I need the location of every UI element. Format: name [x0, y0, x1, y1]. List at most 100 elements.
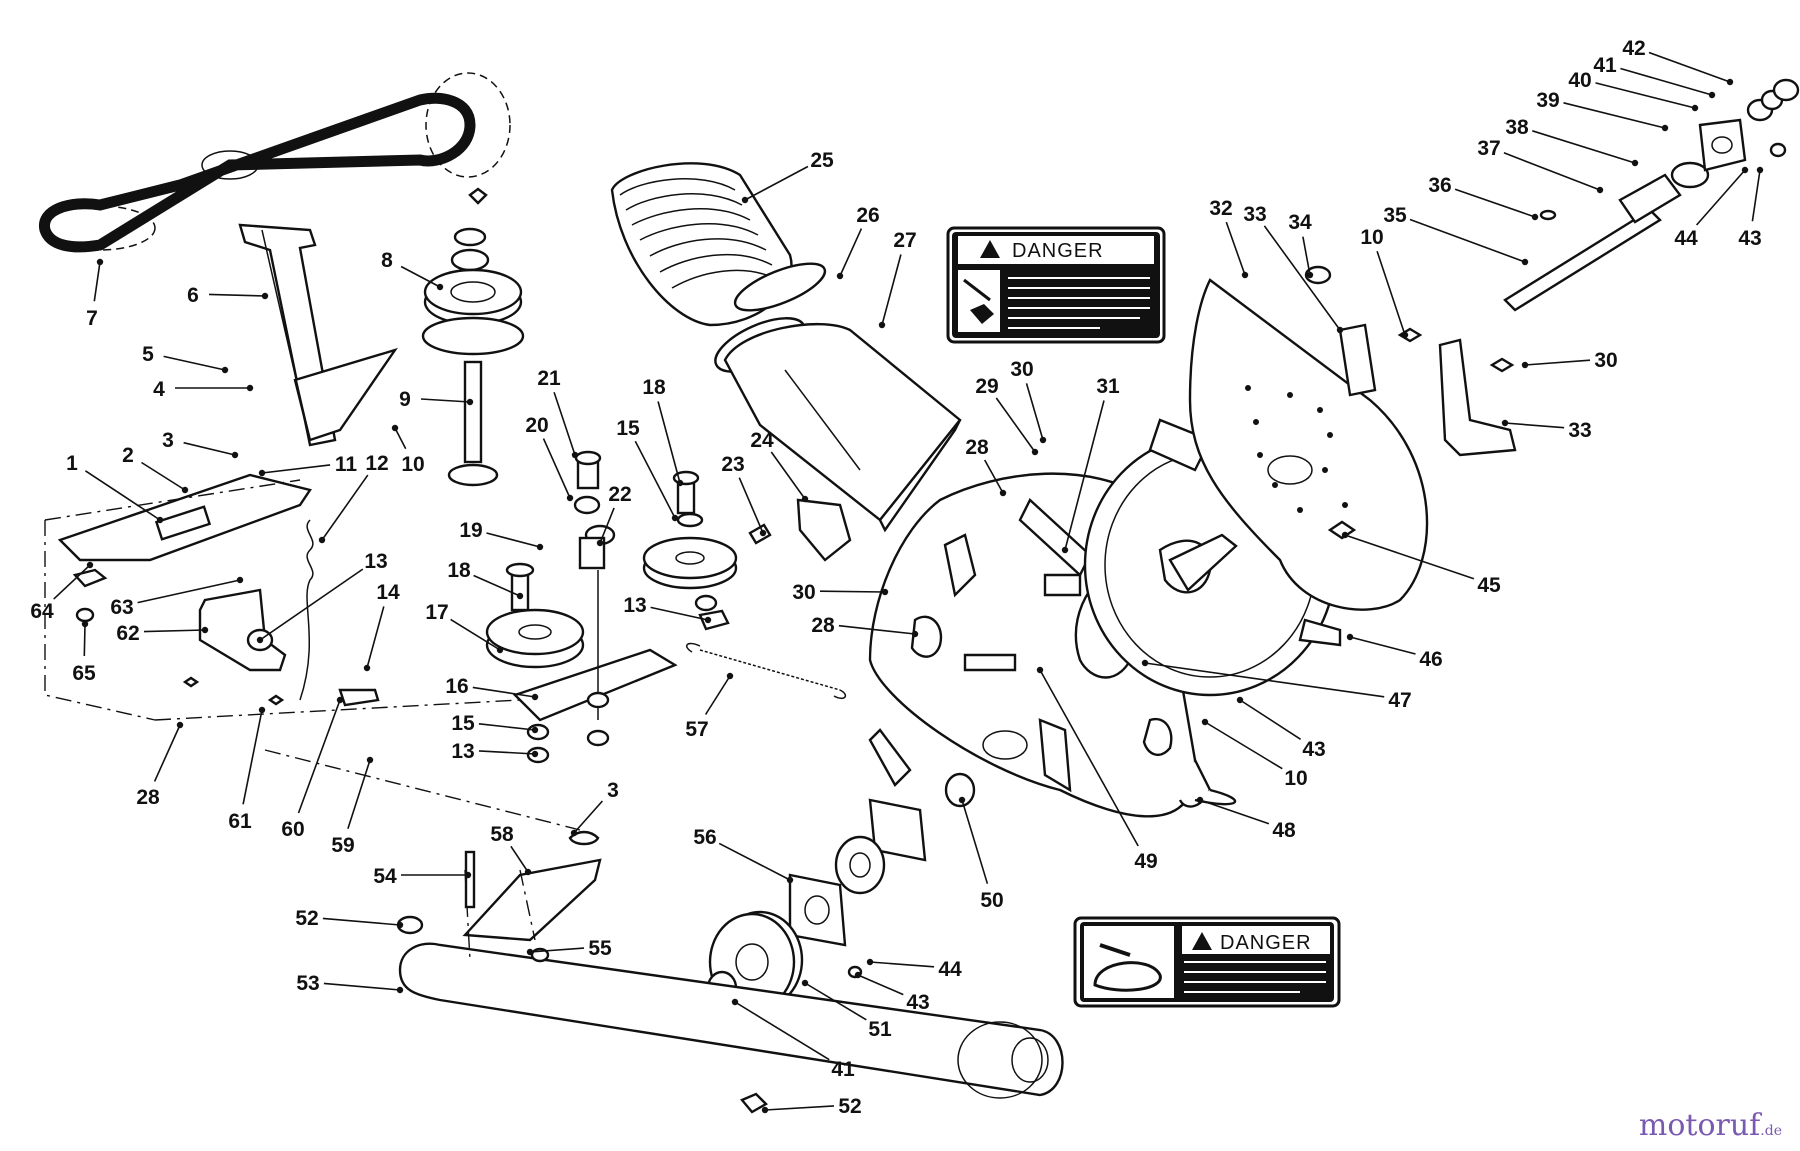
leader-line: [394, 427, 407, 450]
leader-line: [1263, 225, 1341, 331]
leader-line: [718, 842, 791, 881]
part-number-label: 18: [447, 559, 471, 582]
leader-line: [1563, 102, 1666, 129]
site-watermark: motoruf.de: [1639, 1108, 1782, 1143]
leader-line: [1064, 400, 1105, 551]
leader-line: [208, 293, 266, 297]
part-number-label: 29: [975, 375, 998, 398]
leader-dot: [496, 646, 504, 654]
leader-line: [450, 618, 501, 651]
part-number-label: 52: [838, 1095, 861, 1118]
part-number-label: 9: [399, 388, 411, 411]
part-number-label: 53: [296, 972, 319, 995]
leader-line: [510, 845, 529, 873]
leader-dot: [246, 384, 254, 392]
leader-line: [472, 686, 536, 698]
leader-dot: [436, 283, 444, 291]
leader-line: [1225, 221, 1246, 276]
part-number-label: 61: [228, 810, 252, 833]
leader-line: [297, 699, 341, 814]
part-number-label: 2: [122, 444, 134, 467]
part-number-label: 65: [72, 662, 96, 685]
leader-dot: [1756, 166, 1764, 174]
part-number-label: 30: [1594, 349, 1617, 372]
leader-dot: [221, 366, 229, 374]
leader-dot: [201, 626, 209, 634]
leader-line: [553, 391, 576, 456]
leader-dot: [318, 536, 326, 544]
clutch-bracket: [72, 568, 380, 707]
part-number-label: 27: [893, 229, 916, 252]
part-number-label: 1: [66, 452, 78, 475]
leader-line: [1302, 236, 1311, 276]
leader-dot: [1061, 546, 1069, 554]
leader-line: [764, 1105, 835, 1111]
leader-dot: [1741, 166, 1749, 174]
leader-dot: [526, 948, 534, 956]
bearing-assembly: [788, 772, 976, 947]
tension-spring: [685, 642, 847, 700]
leader-dot: [531, 750, 539, 758]
leader-line: [838, 624, 916, 635]
leader-line: [804, 982, 867, 1021]
part-number-label: 42: [1622, 37, 1645, 60]
leader-dot: [96, 258, 104, 266]
leader-dot: [786, 876, 794, 884]
part-number-label: 48: [1272, 819, 1296, 842]
leader-dot: [466, 398, 474, 406]
leader-line: [1595, 82, 1696, 109]
leader-dot: [571, 451, 579, 459]
part-number-label: 54: [373, 865, 397, 888]
leader-line: [657, 401, 681, 484]
part-number-label: 45: [1477, 574, 1501, 597]
leader-line: [634, 440, 676, 519]
leader-line: [869, 961, 935, 968]
leader-dot: [731, 998, 739, 1006]
part-number-label: 52: [295, 907, 318, 930]
part-number-label: 33: [1568, 419, 1591, 442]
leader-line: [1532, 130, 1636, 164]
leader-line: [573, 800, 603, 834]
part-number-label: 64: [30, 600, 54, 623]
leader-line: [323, 982, 401, 991]
discharge-chute: [610, 162, 962, 533]
leader-dot: [181, 486, 189, 494]
leader-dot: [464, 871, 472, 879]
part-number-label: 33: [1243, 203, 1266, 226]
part-number-label: 51: [868, 1018, 892, 1041]
leader-dot: [741, 196, 749, 204]
leader-dot: [366, 756, 374, 764]
leader-line: [819, 590, 886, 593]
leader-dot: [86, 561, 94, 569]
leader-line: [400, 265, 441, 288]
leader-dot: [396, 986, 404, 994]
part-number-label: 43: [1302, 738, 1325, 761]
part-number-label: 50: [980, 889, 1003, 912]
part-number-label: 49: [1134, 850, 1157, 873]
leader-line: [1025, 383, 1044, 441]
leader-dot: [396, 921, 404, 929]
leader-dot: [531, 726, 539, 734]
leader-dot: [536, 543, 544, 551]
leader-line: [961, 799, 989, 884]
leader-dot: [570, 829, 578, 837]
part-number-label: 30: [1010, 358, 1033, 381]
leader-dot: [999, 489, 1007, 497]
base-plate: [44, 473, 314, 721]
leader-line: [322, 917, 401, 926]
part-number-label: 62: [116, 622, 139, 645]
leader-line: [839, 228, 863, 277]
part-number-label: 34: [1288, 211, 1312, 234]
leader-dot: [1691, 104, 1699, 112]
leader-dot: [801, 979, 809, 987]
leader-line: [1344, 534, 1475, 580]
leader-line: [770, 451, 806, 500]
leader-line: [1751, 169, 1761, 222]
leader-dot: [336, 696, 344, 704]
leader-dot: [81, 620, 89, 628]
leader-dot: [1631, 159, 1639, 167]
leader-dot: [726, 672, 734, 680]
part-number-label: 59: [331, 834, 354, 857]
